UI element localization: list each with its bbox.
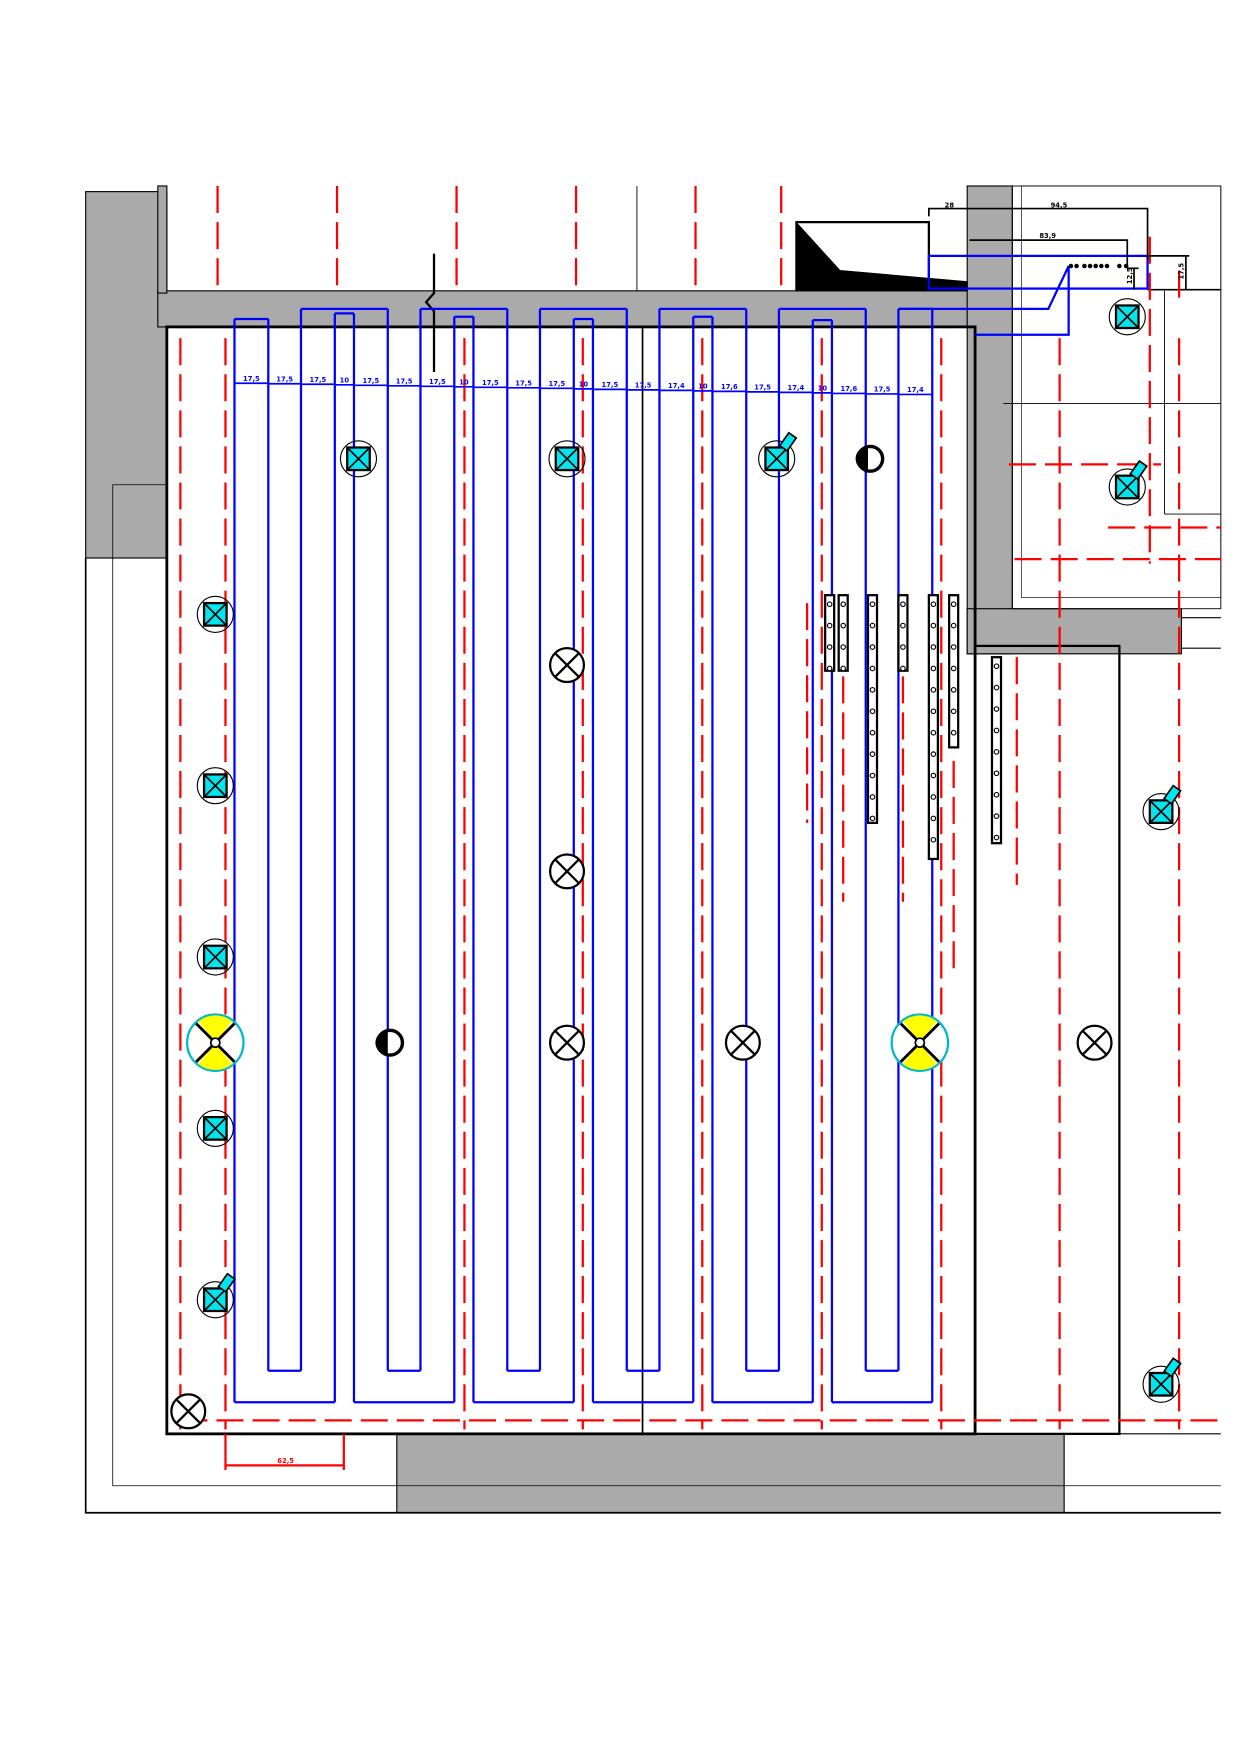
light-fixture-icon[interactable] <box>548 647 586 684</box>
light-fixture-icon[interactable] <box>170 1393 207 1430</box>
dimensions <box>928 207 1190 290</box>
ceiling-fixture-box-icon[interactable] <box>196 1272 236 1319</box>
ceiling-fixture-box-icon[interactable] <box>196 595 234 633</box>
spacing-label: 17,5 <box>635 382 652 390</box>
emergency-light-icon[interactable] <box>890 1013 950 1073</box>
bottom-dimension <box>224 1433 345 1470</box>
ceiling-fixture-box-icon[interactable] <box>1108 298 1146 336</box>
heating-pipes <box>233 254 1149 1404</box>
dimension-vertical-small: 12,5 <box>1126 267 1134 284</box>
spacing-label: 17,5 <box>429 378 446 386</box>
return-line[interactable] <box>975 266 1070 336</box>
dimension-top-total: 94,5 <box>1051 201 1068 209</box>
spacing-label: 17,5 <box>276 376 293 384</box>
spacing-label: 17,5 <box>549 380 566 388</box>
ladder-rail-icon <box>866 594 879 825</box>
dimension-bottom-axis: 62,5 <box>277 1457 294 1465</box>
manifold-box[interactable] <box>927 254 1149 290</box>
light-fixture-icon[interactable] <box>1076 1024 1113 1061</box>
side-room <box>973 644 1121 1435</box>
spacing-label: 10 <box>818 385 828 393</box>
dimension-top-left: 28 <box>945 201 955 209</box>
spacing-label: 10 <box>698 383 708 391</box>
spacing-label: 17,5 <box>243 375 260 383</box>
outer-boundary <box>84 557 1221 1514</box>
emergency-light-icon[interactable] <box>186 1013 245 1073</box>
ceiling-fixture-box-icon[interactable] <box>196 1109 234 1147</box>
ceiling-fixture-box-icon[interactable] <box>758 431 798 478</box>
wall-outlet-icon[interactable] <box>375 1028 405 1057</box>
spacing-label: 10 <box>579 381 589 389</box>
axis-lines <box>179 185 1221 1430</box>
spacing-label: 17,4 <box>788 384 805 392</box>
ceiling-fixture-box-icon[interactable] <box>1142 784 1182 831</box>
ladder-rail-icon <box>897 594 909 672</box>
spacing-label: 17,6 <box>721 383 738 391</box>
wall-outlet-icon[interactable] <box>855 444 885 473</box>
ladder-rail-icon <box>990 656 1003 845</box>
annex-inner <box>1020 185 1222 598</box>
inner-boundary <box>112 484 1221 1487</box>
annex-room <box>1011 185 1222 610</box>
ladder-rail-icon <box>824 594 836 672</box>
spacing-label: 17,5 <box>754 384 771 392</box>
spacing-label: 10 <box>340 377 350 385</box>
spacing-label: 17,4 <box>907 386 924 394</box>
light-fixture-icon[interactable] <box>548 853 586 890</box>
riser-line <box>424 253 436 372</box>
ladder-rail-icon <box>837 594 849 672</box>
spacing-label: 17,5 <box>515 380 532 388</box>
fixtures <box>170 298 1182 1430</box>
ceiling-fixture-box-icon[interactable] <box>548 440 586 478</box>
spacing-label: 10 <box>459 379 469 387</box>
ceiling-fixture-box-icon[interactable] <box>196 767 234 805</box>
ceiling-fixture-box-icon[interactable] <box>196 938 234 976</box>
pipe-spacing-labels: 17,5 17,5 17,5 10 17,5 17,5 17,5 10 17,5 17,5 17,5… <box>234 375 933 396</box>
spacing-label: 17,5 <box>310 376 327 384</box>
light-fixture-icon[interactable] <box>724 1024 761 1061</box>
spacing-label: 17,6 <box>841 385 858 393</box>
ceiling-fixture-box-icon[interactable] <box>1142 1357 1182 1403</box>
stair-wedge[interactable] <box>795 220 968 292</box>
top-left-pillar <box>157 185 168 294</box>
spacing-label: 17,5 <box>874 386 891 394</box>
left-wall <box>85 191 168 559</box>
ceiling-fixture-box-icon[interactable] <box>339 440 378 478</box>
bottom-wall <box>396 1433 1065 1514</box>
light-fixture-icon[interactable] <box>548 1024 586 1061</box>
ceiling-fixture-box-icon[interactable] <box>1108 459 1148 506</box>
dimension-top-inner: 83,9 <box>1039 232 1056 240</box>
spacing-label: 17,5 <box>602 381 619 389</box>
spacing-label: 17,5 <box>482 379 499 387</box>
spacing-label: 17,4 <box>668 382 685 390</box>
ladder-rail-icon <box>948 594 960 749</box>
outlines <box>84 185 1222 1514</box>
spacing-label: 17,5 <box>363 377 380 385</box>
supply-line[interactable] <box>898 265 1070 310</box>
manifold-outlets <box>1068 263 1129 269</box>
ladder-rail-icon <box>927 594 940 861</box>
spacing-label: 17,5 <box>396 378 413 386</box>
dimension-vertical-right: 17,5 <box>1178 263 1186 280</box>
